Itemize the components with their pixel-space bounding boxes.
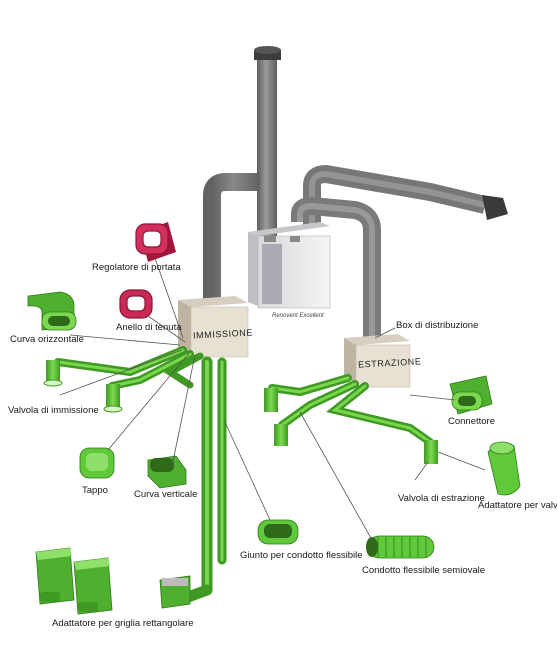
label-seal-ring: Anello di tenuta — [116, 322, 182, 333]
seal-ring — [119, 289, 153, 319]
label-vertical-bend: Curva verticale — [134, 489, 198, 500]
valve-adapter — [487, 441, 521, 496]
exhaust-chimney — [257, 58, 277, 236]
cap-part — [79, 447, 115, 479]
label-flexible-joint: Giunto per condotto flessibile — [240, 550, 363, 561]
supply-green-network — [54, 346, 227, 606]
label-flow-regulator: Regolatore di portata — [92, 262, 181, 273]
label-supply-valve: Valvola di immissione — [8, 405, 99, 416]
immissione-box — [178, 296, 249, 360]
extract-green-network — [268, 374, 434, 446]
label-distribution-box: Box di distribuzione — [396, 320, 479, 331]
grey-duct-system — [203, 46, 508, 340]
vertical-bend — [147, 455, 187, 489]
rect-grille-adapters — [35, 547, 191, 615]
connector-part — [449, 375, 493, 415]
horizontal-bend — [27, 291, 77, 331]
label-connector: Connettore — [448, 416, 496, 427]
label-valve-adapter: Adattatore per valvole — [478, 500, 557, 511]
flexible-joint — [257, 519, 299, 545]
label-semioval-duct: Condotto flessibile semiovale — [362, 565, 486, 576]
ventilation-unit — [248, 222, 331, 309]
supply-grey-duct — [203, 173, 260, 305]
unit-brand-label: Renovent Excellent — [272, 313, 324, 319]
semioval-flex-duct — [366, 535, 435, 559]
label-horizontal-bend: Curva orizzontale — [10, 334, 84, 345]
flow-regulator — [135, 222, 176, 262]
estrazione-box — [344, 334, 411, 388]
supply-valves — [43, 360, 123, 413]
extract-valves — [264, 388, 438, 464]
label-cap: Tappo — [82, 485, 108, 496]
label-grille-adapter: Adattatore per griglia rettangolare — [52, 618, 194, 629]
label-extract-valve: Valvola di estrazione — [398, 493, 485, 504]
leader-lines — [59, 257, 486, 541]
